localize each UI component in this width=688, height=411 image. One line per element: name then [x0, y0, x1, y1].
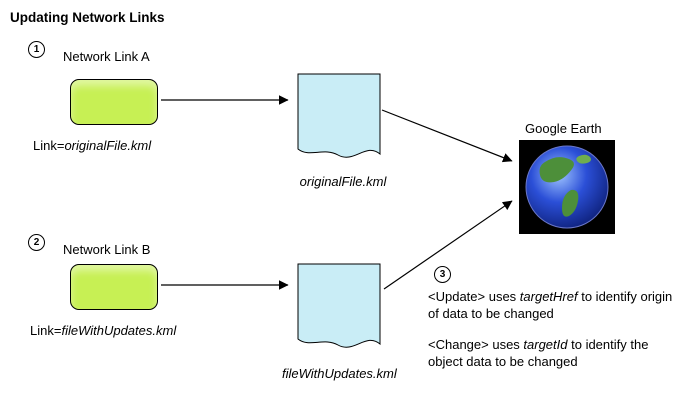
step-2-badge: 2 — [28, 234, 45, 251]
note-update-line: <Update> uses targetHref to identify ori… — [428, 289, 680, 323]
document-label-original: originalFile.kml — [299, 174, 387, 189]
network-link-a-box — [70, 79, 158, 125]
network-link-a-caption: Link=originalFile.kml — [33, 138, 151, 153]
link-b-prefix: Link= — [30, 323, 62, 338]
document-label-updates: fileWithUpdates.kml — [282, 366, 397, 381]
network-link-b-box — [70, 264, 158, 310]
link-a-prefix: Link= — [33, 138, 65, 153]
globe-icon — [519, 140, 615, 234]
arrow-doc1-to-globe — [381, 109, 513, 163]
note-block: <Update> uses targetHref to identify ori… — [428, 289, 680, 385]
diagram-title: Updating Network Links — [10, 10, 165, 25]
note-change-em: targetId — [523, 336, 568, 352]
note-change-pre: <Change> uses — [428, 336, 524, 352]
link-a-file: originalFile.kml — [64, 138, 152, 153]
step-3-badge: 3 — [434, 266, 451, 283]
note-change-post: to identify the object data to be change… — [428, 336, 649, 369]
note-update-em: targetHref — [519, 289, 578, 304]
document-icon-updates — [297, 263, 381, 348]
network-link-b-title: Network Link B — [63, 242, 151, 257]
network-link-a-title: Network Link A — [63, 49, 150, 64]
note-update-post: to identify origin of data to be changed — [428, 289, 673, 321]
note-update-pre: <Update> uses — [428, 289, 520, 304]
google-earth-label: Google Earth — [525, 121, 602, 136]
note-change-line: <Change> uses targetId to identify the o… — [428, 337, 680, 371]
document-icon-original — [297, 73, 381, 158]
google-earth-globe — [519, 140, 615, 234]
step-1-badge: 1 — [28, 41, 45, 58]
network-link-b-caption: Link=fileWithUpdates.kml — [30, 323, 176, 338]
link-b-file: fileWithUpdates.kml — [61, 323, 177, 338]
